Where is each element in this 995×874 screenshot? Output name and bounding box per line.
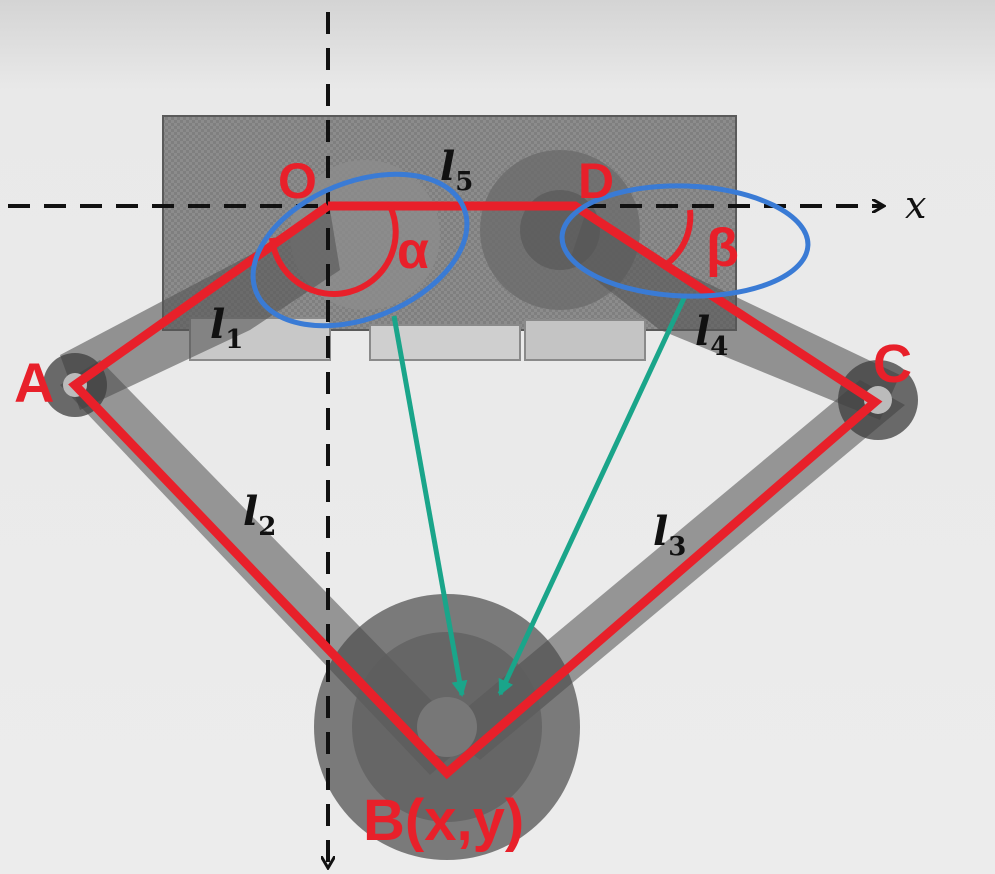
alpha-arc [269,204,399,297]
point-c-label: C [873,334,912,394]
robot-leg-photo [43,115,918,860]
link-labels: l5 l1 l4 l2 l3 [210,143,728,562]
x-axis-label: x [905,183,926,227]
point-b-label: B(x,y) [363,788,524,853]
linkage [68,201,883,780]
point-o-label: O [278,153,317,209]
beta-arc [666,209,694,266]
alpha-highlight-ellipse [250,171,470,329]
mapping-arrows [391,294,688,697]
point-d-label: D [578,153,614,209]
link-l2-label: l2 [243,488,276,542]
point-a-label: A [14,351,54,414]
highlight-ellipses [250,171,811,329]
angle-alpha-label: α [397,222,429,280]
upper-left-arm [60,210,340,410]
link-l4-label: l4 [695,308,728,362]
link-l3-label: l3 [653,508,686,562]
linkage-polygon [68,201,883,780]
arrow-beta-to-b [497,294,688,696]
beta-highlight-ellipse [559,183,811,299]
link-l1-label: l1 [210,301,243,355]
arrow-alpha-to-b [391,315,468,697]
angle-beta-label: β [706,218,739,278]
link-l5-label: l5 [440,143,473,197]
point-labels: O D A C B(x,y) α β [14,153,912,853]
